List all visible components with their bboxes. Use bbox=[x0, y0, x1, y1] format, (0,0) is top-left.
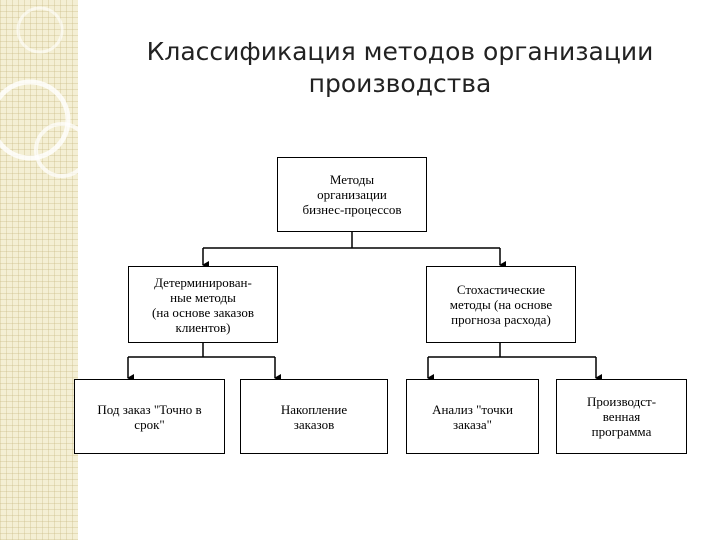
just-in-time-box: Под заказ "Точно в срок" bbox=[74, 379, 225, 454]
root-box: Методы организации бизнес-процессов bbox=[277, 157, 427, 232]
deterministic-methods-box: Детерминирован- ные методы (на основе за… bbox=[128, 266, 278, 343]
decorative-side-strip bbox=[0, 0, 78, 540]
reorder-point-box: Анализ "точки заказа" bbox=[406, 379, 539, 454]
production-program-box: Производст- венная программа bbox=[556, 379, 687, 454]
stochastic-methods-box: Стохастические методы (на основе прогноз… bbox=[426, 266, 576, 343]
decorative-rings bbox=[0, 6, 78, 178]
page-title: Классификация методов организации произв… bbox=[120, 36, 680, 100]
order-accumulation-box: Накопление заказов bbox=[240, 379, 388, 454]
page-title-line1: Классификация методов организации bbox=[146, 37, 654, 66]
page-title-line2: производства bbox=[308, 69, 492, 98]
